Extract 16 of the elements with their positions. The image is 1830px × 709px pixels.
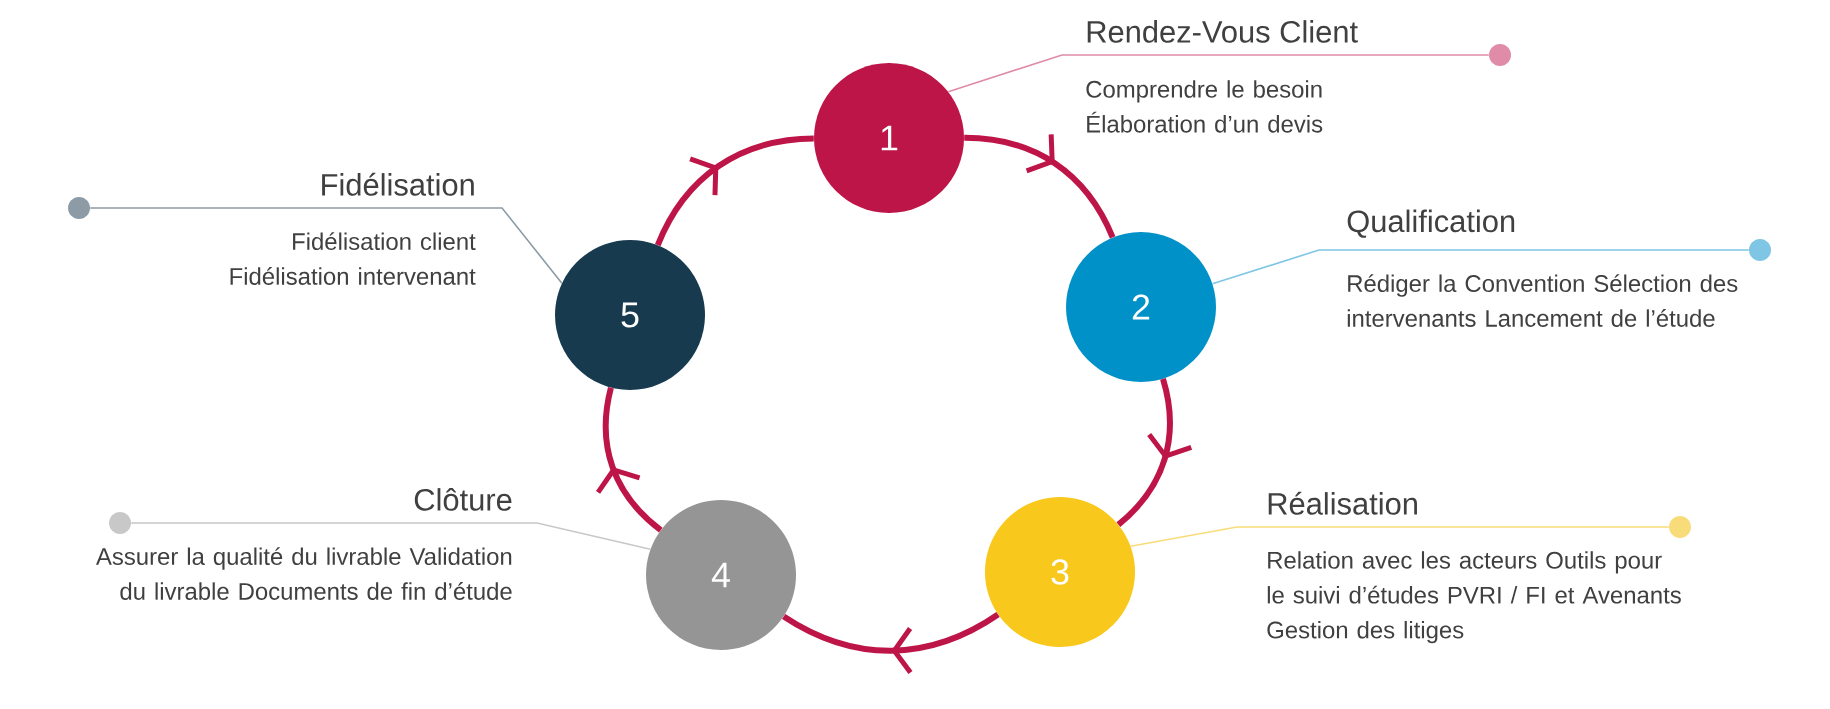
step-description: Fidélisation client Fidélisation intervenant [230, 232, 476, 285]
leader-line [947, 54, 1490, 93]
end-dot [1489, 44, 1511, 66]
end-dot [68, 197, 90, 219]
leader-line [130, 522, 652, 551]
end-dot [109, 512, 131, 534]
end-dot [1749, 239, 1771, 261]
leader-line [89, 207, 563, 285]
step-title: Réalisation [1268, 491, 1417, 515]
end-dot [1669, 516, 1691, 538]
leader-line [1211, 249, 1750, 285]
step-title: Qualification [1347, 209, 1515, 238]
step-description: Comprendre le besoin Élaboration d’un devis [1086, 80, 1323, 133]
step-title: Clôture [414, 488, 512, 511]
leader-line [1129, 526, 1670, 548]
step-title: Rendez-Vous Client [1087, 20, 1358, 43]
